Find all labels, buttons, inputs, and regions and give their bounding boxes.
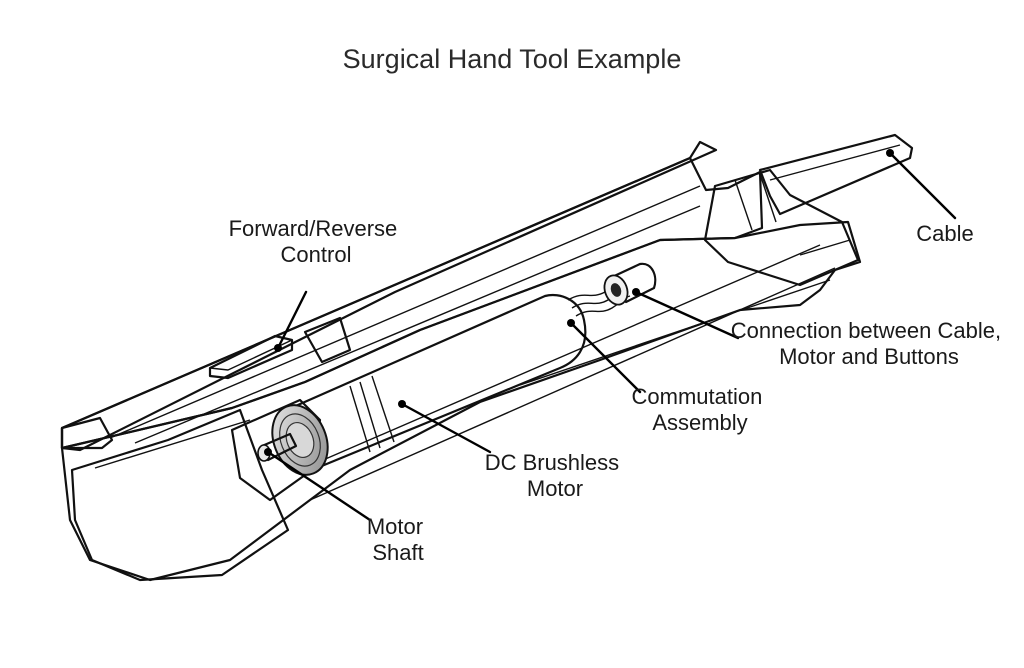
cable	[758, 133, 914, 216]
leader-dot-cable	[886, 149, 894, 157]
dc-brushless-motor	[271, 293, 587, 476]
switch-boss	[303, 316, 352, 364]
labels: Forward/Reverse Control Cable Connection…	[229, 216, 1007, 565]
diagram-title: Surgical Hand Tool Example	[343, 44, 682, 74]
label-dc-motor: DC Brushless Motor	[485, 450, 626, 501]
leader-cable	[888, 151, 957, 220]
leader-dc-motor	[400, 402, 492, 454]
leader-forward-reverse	[276, 290, 308, 350]
leader-motor-shaft	[266, 450, 372, 522]
leader-dot-forward-reverse	[274, 344, 282, 352]
leader-dot-dc-motor	[398, 400, 406, 408]
leader-dot-connection	[632, 288, 640, 296]
label-commutation: Commutation Assembly	[632, 384, 769, 435]
leader-commutation	[569, 321, 642, 394]
leader-connection	[634, 290, 740, 340]
leader-lines	[264, 149, 957, 522]
cable-connector	[603, 262, 657, 306]
label-cable: Cable	[916, 221, 973, 246]
label-connection: Connection between Cable, Motor and Butt…	[731, 318, 1007, 369]
label-forward-reverse: Forward/Reverse Control	[229, 216, 404, 267]
label-motor-shaft: Motor Shaft	[367, 514, 429, 565]
leader-dot-motor-shaft	[264, 448, 272, 456]
forward-reverse-switch	[208, 334, 294, 380]
leader-dot-commutation	[567, 319, 575, 327]
